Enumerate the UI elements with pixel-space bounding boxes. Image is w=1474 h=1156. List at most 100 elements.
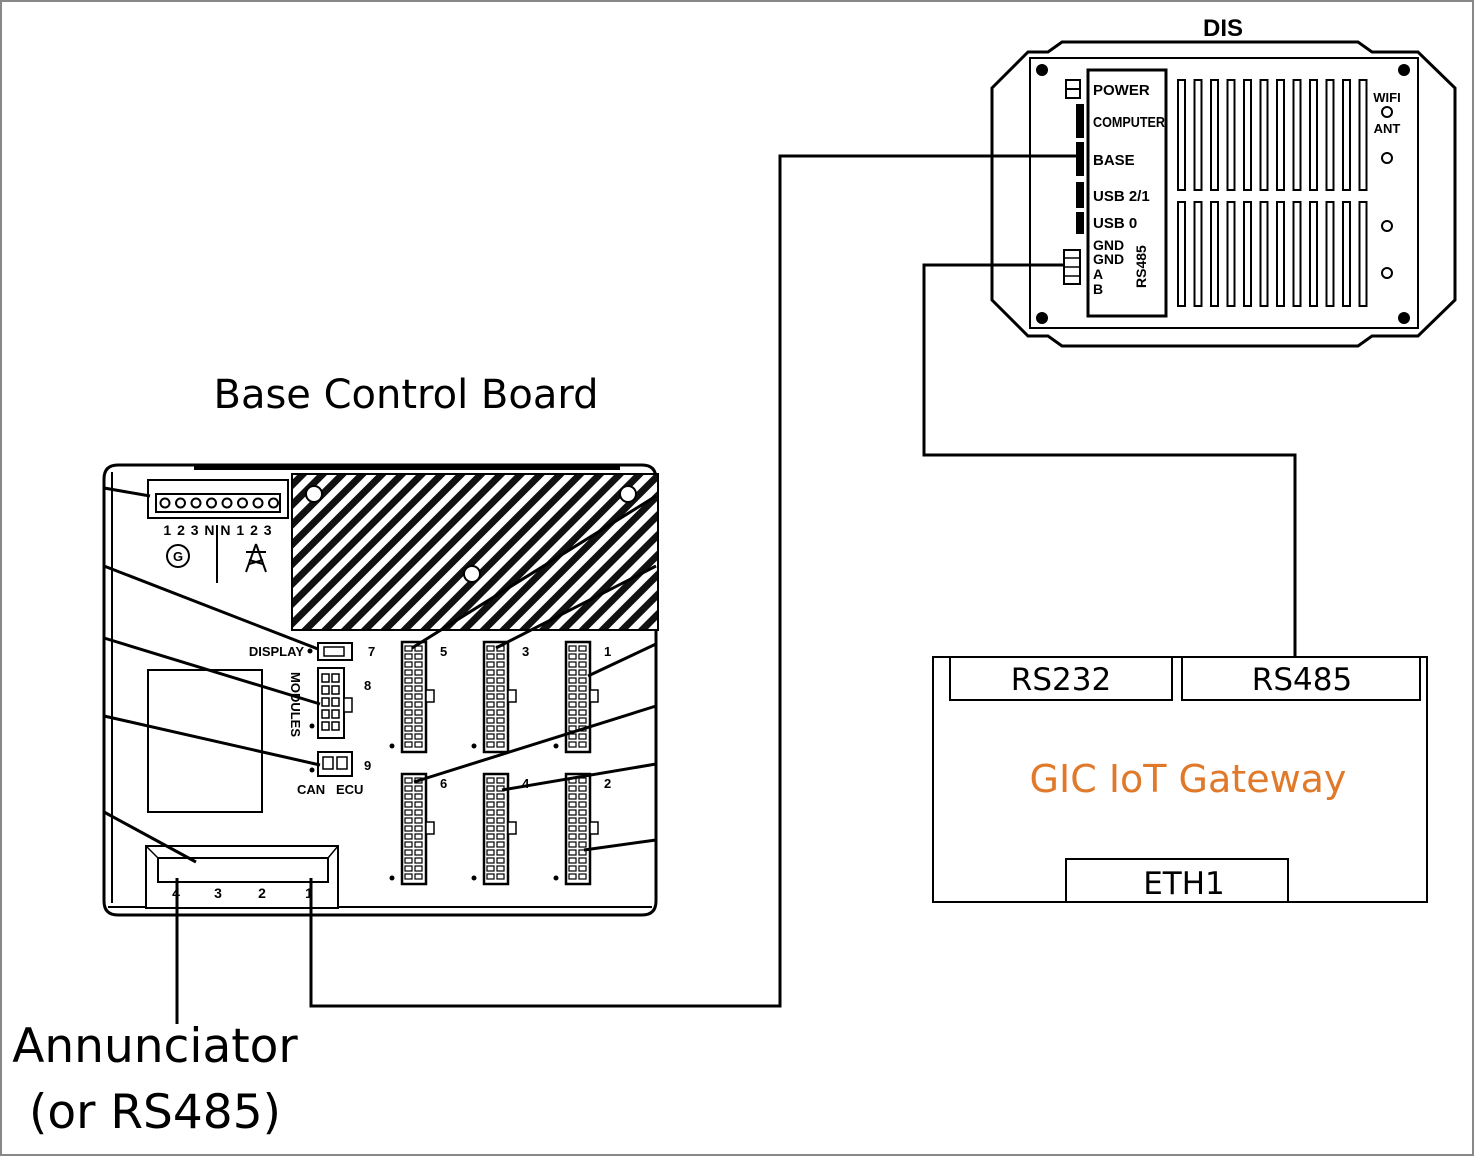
utility-tower-icon <box>245 543 267 573</box>
dis-label-computer: COMPUTER <box>1093 114 1165 131</box>
dis-label-usb21: USB 2/1 <box>1093 188 1150 205</box>
dis-label-gnd1: GND <box>1093 237 1124 253</box>
label-modules: MODULES <box>288 672 303 737</box>
gateway-eth1-port <box>1065 858 1289 903</box>
dis-usb21-port <box>1076 182 1084 208</box>
port-6-label: 6 <box>440 776 447 791</box>
dis-led-icon <box>1381 267 1393 279</box>
dis-led-icon <box>1381 220 1393 232</box>
vent-slot <box>1358 201 1368 307</box>
vent-slot <box>1309 201 1318 307</box>
annunciator-pin-1: 1 <box>305 885 313 901</box>
dis-device: DIS POWER COMPUTER BASE USB 2/1 USB 0 GN… <box>990 15 1457 348</box>
terminal-screw <box>221 497 233 509</box>
vent-slot <box>1259 201 1269 307</box>
annunciator-label-line2: (or RS485) <box>29 1085 281 1140</box>
dis-title: DIS <box>1203 15 1243 42</box>
wire-dis-rs485-to-gateway-rs485 <box>922 263 1297 657</box>
port-4-label: 4 <box>522 776 530 791</box>
board-leader-lines <box>103 486 657 864</box>
dis-label-a: A <box>1093 266 1103 282</box>
board-heatsink <box>291 473 659 631</box>
dis-label-panel <box>1086 68 1168 318</box>
annunciator-label-line1: Annunciator <box>12 1019 298 1074</box>
module-connector <box>553 772 599 886</box>
dis-label-usb0: USB 0 <box>1093 215 1137 232</box>
terminal-screw <box>159 497 171 509</box>
connector-pin <box>331 685 340 695</box>
connector-pin <box>331 697 340 707</box>
vent-slot <box>1177 201 1186 307</box>
vent-slot <box>1325 201 1335 307</box>
dis-inner-body <box>1029 57 1419 329</box>
port-7-label: 7 <box>368 644 375 659</box>
gateway-title: GIC IoT Gateway <box>1030 757 1347 801</box>
port-8-label: 8 <box>364 678 371 693</box>
vent-slot <box>1276 201 1285 307</box>
module-connector <box>471 640 517 754</box>
dis-label-b: B <box>1093 281 1103 297</box>
annunciator-pin-3: 3 <box>214 885 222 901</box>
gic-iot-gateway: RS232 RS485 GIC IoT Gateway ETH1 <box>932 656 1428 903</box>
dis-label-base: BASE <box>1093 152 1135 169</box>
dis-label-power: POWER <box>1093 82 1150 99</box>
connector-pin <box>331 721 340 731</box>
vent-slot <box>1276 79 1285 191</box>
label-display: DISPLAY <box>249 644 304 659</box>
dis-base-port <box>1076 142 1084 176</box>
terminal-screw <box>252 497 264 509</box>
vent-slot <box>1292 201 1302 307</box>
base-board-title: Base Control Board <box>214 372 599 418</box>
terminal-screw <box>268 497 279 509</box>
gateway-rs485-port <box>1181 656 1421 701</box>
port-2-label: 2 <box>604 776 611 791</box>
label-ecu: ECU <box>336 782 363 797</box>
terminal-screw <box>206 497 217 509</box>
terminal-screw <box>237 497 248 509</box>
gateway-rs232-label: RS232 <box>1011 662 1111 698</box>
label-can: CAN <box>297 782 325 797</box>
connector-pin <box>331 673 340 683</box>
base-control-board: 1 2 3 N N 1 2 3 G DISPLAY 7 MODULES 8 9 <box>102 463 659 917</box>
dis-led-icon <box>1381 152 1393 164</box>
connector-pin <box>321 685 330 695</box>
vent-slot <box>1210 201 1219 307</box>
module-connector <box>389 640 435 754</box>
dis-screw-tl <box>1036 64 1048 76</box>
module-connector <box>471 772 517 886</box>
vent-slot <box>1309 79 1318 191</box>
port-3-label: 3 <box>522 644 529 659</box>
connector-pin <box>331 709 340 719</box>
vent-slot <box>1226 201 1236 307</box>
board-blank-panel <box>147 669 263 813</box>
port-1-label: 1 <box>604 644 611 659</box>
generator-icon: G <box>166 544 190 568</box>
connector-pin <box>321 697 330 707</box>
vent-slot <box>1243 79 1252 191</box>
dis-computer-port <box>1076 104 1084 138</box>
connector-pin <box>321 709 330 719</box>
dis-vent-slots <box>1177 79 1368 307</box>
vent-slot <box>1226 79 1236 191</box>
gateway-rs485-label: RS485 <box>1252 662 1352 698</box>
terminal-screw <box>175 497 186 509</box>
dis-screw-tr <box>1398 64 1410 76</box>
dis-screw-bl <box>1036 312 1048 324</box>
module-connector <box>389 772 435 886</box>
connector-pin <box>321 673 330 683</box>
wires <box>175 154 1297 1024</box>
port-5-label: 5 <box>440 644 447 659</box>
connector-pin <box>321 721 330 731</box>
vent-slot <box>1177 79 1186 191</box>
vent-slot <box>1193 79 1203 191</box>
vent-slot <box>1259 79 1269 191</box>
dis-label-gnd2: GND <box>1093 251 1124 267</box>
dis-usb0-port <box>1076 212 1084 234</box>
dis-outer-body <box>990 40 1457 348</box>
vent-slot <box>1243 201 1252 307</box>
wire-base-to-annunciator-pin1 <box>309 154 1076 1008</box>
dis-label-rs485: RS485 <box>1133 245 1149 288</box>
gateway-eth1-label: ETH1 <box>1143 866 1225 902</box>
